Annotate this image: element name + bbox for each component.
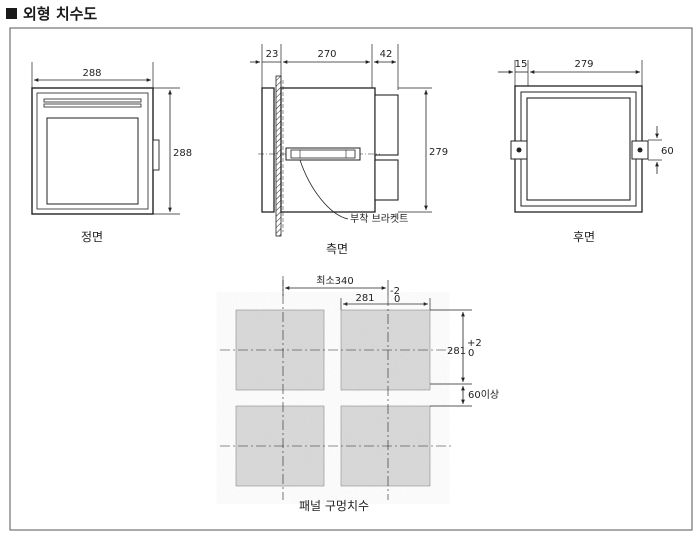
right-screw-icon [637, 147, 643, 153]
rear-view [498, 60, 662, 213]
bracket-label: 부착 브라켓트 [350, 213, 408, 225]
side-height-label: 279 [429, 147, 448, 158]
left-screw-icon [516, 147, 522, 153]
side-dim-a: 23 [266, 49, 279, 60]
front-view [31, 62, 180, 215]
panel-cutout-caption: 패널 구멍치수 [299, 499, 369, 513]
rear-hole-label: 60 [661, 146, 674, 157]
front-window [46, 117, 139, 205]
gap-label: 60이상 [468, 389, 499, 401]
cutout-width-label: 281 [355, 293, 374, 304]
section-title-text: 외형 치수도 [23, 5, 98, 23]
tolerance-plus: +2 [467, 338, 482, 349]
front-width-label: 288 [82, 68, 101, 79]
panel-cutout [220, 276, 472, 500]
drawing-frame [9, 27, 693, 531]
side-view-caption: 측면 [326, 242, 348, 256]
side-dim-c: 42 [380, 49, 393, 60]
tolerance-minus: -2 [390, 286, 400, 297]
cutout-height-label: 281 [447, 346, 466, 357]
side-dim-b: 270 [317, 49, 336, 60]
front-height-label: 288 [173, 148, 192, 159]
min-pitch-label: 최소340 [316, 275, 354, 287]
side-view [250, 44, 432, 237]
front-view-caption: 정면 [81, 230, 103, 244]
section-title: 외형 치수도 [6, 3, 97, 24]
rear-offset-label: 15 [515, 59, 528, 70]
tolerance-zero-top: 0 [394, 294, 400, 305]
rear-view-caption: 후면 [573, 230, 595, 244]
bullet-square-icon [6, 8, 17, 19]
tolerance-zero-side: 0 [468, 348, 474, 359]
rear-width-label: 279 [574, 59, 593, 70]
mounting-panel [275, 75, 282, 237]
